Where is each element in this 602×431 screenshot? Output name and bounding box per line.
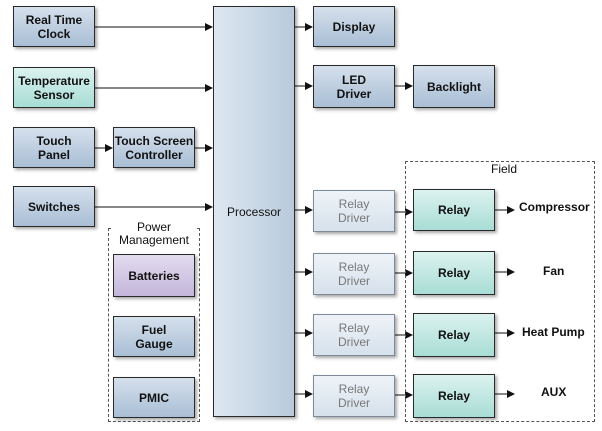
field-title: Field (486, 163, 522, 176)
relay-4-block: Relay (413, 374, 495, 418)
relay-driver-2-block: Relay Driver (313, 253, 395, 295)
display-block: Display (313, 6, 395, 47)
switches-block: Switches (13, 186, 95, 227)
batteries-block: Batteries (113, 254, 195, 297)
touch-panel-block: Touch Panel (13, 127, 95, 168)
pmic-block: PMIC (113, 377, 195, 418)
aux-label: AUX (541, 385, 567, 399)
relay-1-block: Relay (413, 189, 495, 231)
relay-2-block: Relay (413, 251, 495, 295)
touch-screen-controller-block: Touch Screen Controller (113, 127, 195, 168)
relay-3-block: Relay (413, 313, 495, 357)
backlight-block: Backlight (413, 65, 495, 108)
relay-driver-3-block: Relay Driver (313, 314, 395, 356)
real-time-clock-block: Real Time Clock (13, 6, 95, 47)
fuel-gauge-block: Fuel Gauge (113, 316, 195, 357)
temperature-sensor-block: Temperature Sensor (13, 67, 95, 108)
heat-pump-label: Heat Pump (522, 325, 585, 339)
field-group (405, 161, 595, 422)
relay-driver-1-block: Relay Driver (313, 190, 395, 232)
led-driver-block: LED Driver (313, 65, 395, 108)
processor-block: Processor (213, 6, 295, 417)
power-management-title: Power Management (113, 221, 195, 247)
relay-driver-4-block: Relay Driver (313, 375, 395, 417)
fan-label: Fan (543, 264, 565, 278)
compressor-label: Compressor (519, 200, 590, 214)
